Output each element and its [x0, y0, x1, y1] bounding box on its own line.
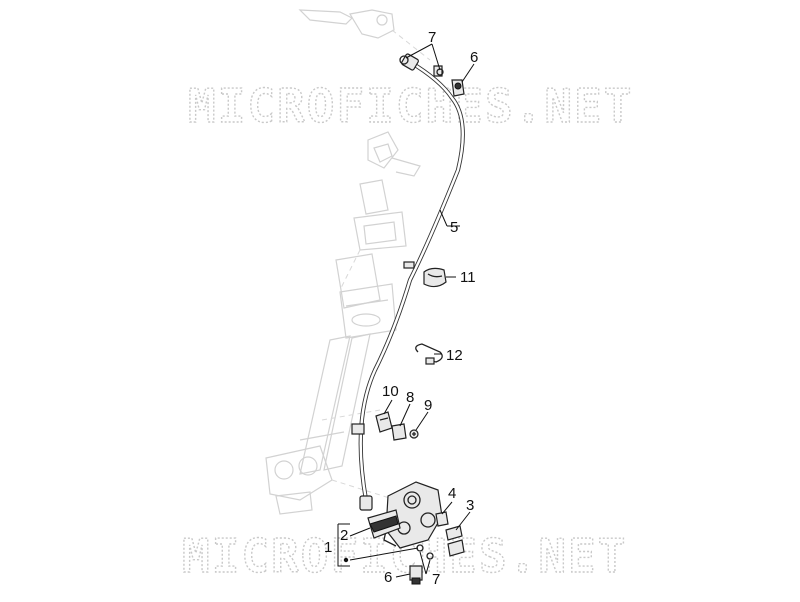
clip-8 [391, 423, 407, 441]
clip-10 [375, 411, 393, 433]
upper-fittings [399, 55, 465, 97]
callout-9: 9 [424, 397, 432, 414]
callout-7-bottom: 7 [432, 571, 440, 588]
callout-labels: 7 6 5 11 12 10 8 9 4 3 2 1 6 7 [324, 29, 478, 588]
callout-6-top: 6 [470, 49, 478, 66]
brake-hose [351, 53, 465, 511]
watermark-top: MICROFICHES.NET [188, 79, 633, 133]
callout-5: 5 [450, 219, 458, 236]
callout-1: 1 [324, 539, 332, 556]
cable-tie [415, 343, 443, 365]
callout-6-bottom: 6 [384, 569, 392, 586]
callout-7-top: 7 [428, 29, 436, 46]
leader-lines [337, 43, 475, 578]
washer-top-left [399, 55, 409, 65]
callout-10: 10 [382, 383, 399, 400]
hose-clip-set [375, 411, 419, 441]
callout-8: 8 [406, 389, 414, 406]
callout-4: 4 [448, 485, 456, 502]
callout-11: 11 [460, 269, 476, 286]
hose-guide-clamp [423, 267, 447, 288]
callout-12: 12 [446, 347, 463, 364]
callout-3: 3 [466, 497, 474, 514]
callout-2: 2 [340, 527, 348, 544]
ghost-fork-assembly [265, 9, 431, 515]
brake-caliper [367, 481, 465, 585]
